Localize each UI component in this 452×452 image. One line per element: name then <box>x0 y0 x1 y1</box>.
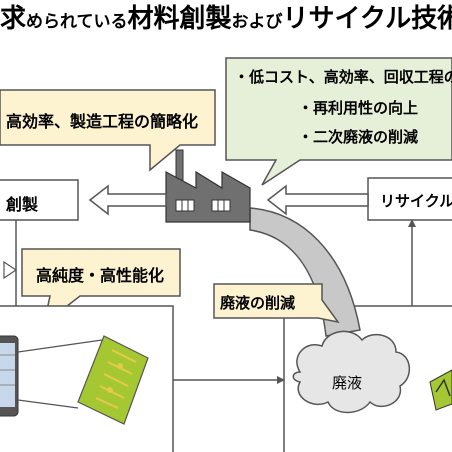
title-part-3: 材料創製 <box>127 4 232 34</box>
requirement-3: ・二次廃液の削減 <box>298 128 419 146</box>
partial-material-icon <box>429 369 452 411</box>
arrow-factory-to-creation <box>88 184 167 216</box>
arrow-recycle-to-factory <box>266 184 369 216</box>
requirement-2: ・再利用性の向上 <box>298 99 419 117</box>
circuit-board-icon <box>77 335 149 425</box>
creation-box <box>0 179 79 221</box>
efficiency-callout-shape <box>0 89 216 172</box>
requirement-1: ・低コスト、高効率、回収工程の <box>234 68 452 86</box>
efficiency-callout: 高効率、製造工程の簡略化 <box>6 112 199 131</box>
cloud-icon <box>292 330 410 414</box>
factory-icon <box>165 149 251 223</box>
smartphone-icon <box>0 335 19 417</box>
waste-callout-shape <box>213 283 340 324</box>
creation-label: 創製 <box>6 195 39 214</box>
title-part-4: および <box>231 12 283 32</box>
waste-liquid-label: 廃液 <box>332 374 363 392</box>
waste-callout: 廃液の削減 <box>220 294 296 312</box>
diagram-title: 求められている材料創製およびリサイクル技術 <box>0 0 452 34</box>
zoom-line-bottom <box>17 399 79 409</box>
title-part-2: められている <box>26 12 128 32</box>
requirements-bubble <box>225 57 452 186</box>
arrow-small-right <box>3 260 18 280</box>
title-part-1: 求 <box>0 4 27 34</box>
recycle-label: リサイクル <box>380 192 452 210</box>
title-part-5: リサイクル技術 <box>282 4 452 34</box>
zoom-line-top <box>17 339 103 353</box>
purity-callout: 高純度・高性能化 <box>36 266 165 285</box>
